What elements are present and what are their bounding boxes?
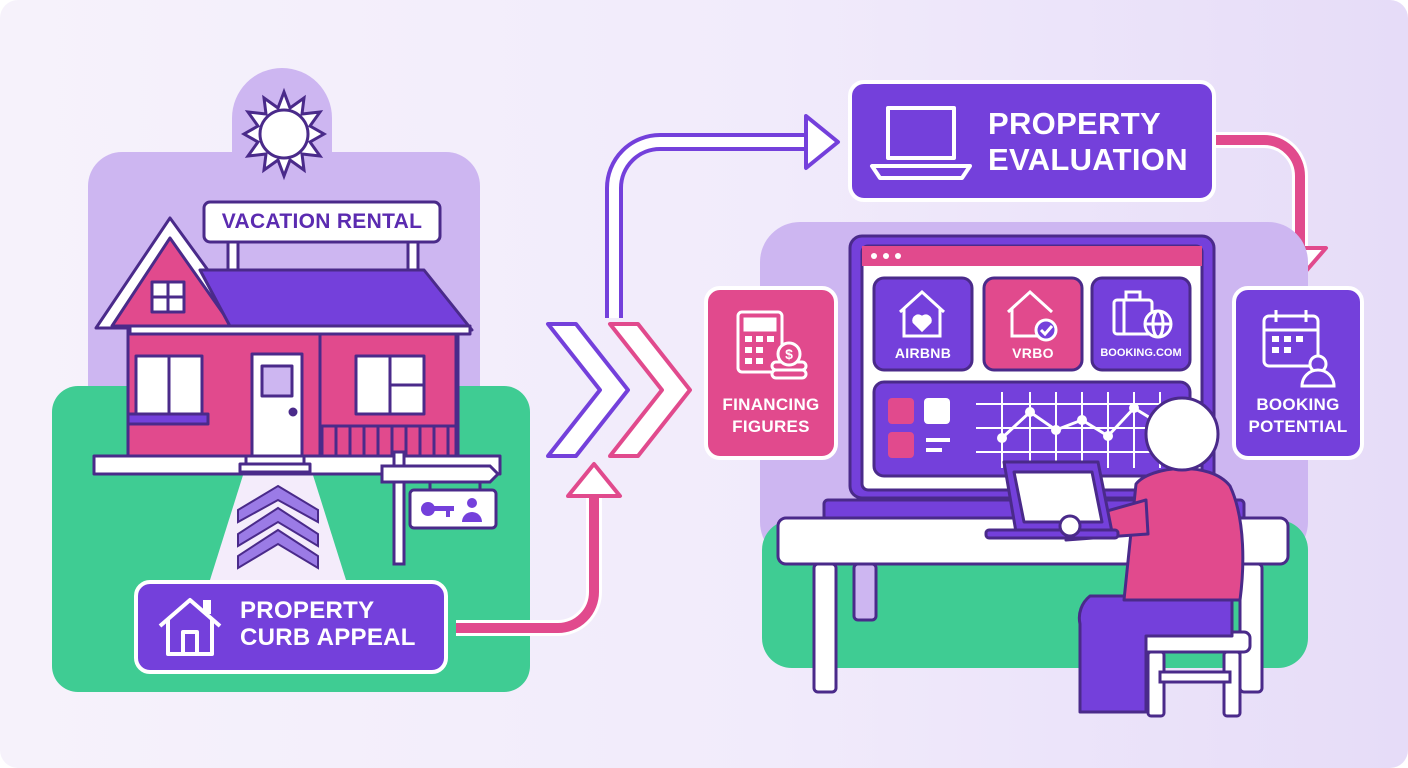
luggage-globe-icon: [1112, 290, 1173, 339]
svg-text:$: $: [785, 346, 793, 362]
financing-label: FINANCING FIGURES: [708, 394, 834, 438]
line-graph: [976, 392, 1180, 468]
house: [92, 216, 502, 476]
platform-booking-label: BOOKING.COM: [1100, 347, 1182, 359]
home-icon: [158, 598, 222, 656]
evaluation-box: [848, 80, 1216, 202]
person-at-desk: [984, 396, 1245, 714]
financing-line1: FINANCING: [722, 395, 820, 414]
walkway-chevrons: [237, 484, 319, 570]
key-icon: [421, 502, 454, 517]
vacation-rental-sign: [202, 200, 442, 272]
financing-line2: FIGURES: [732, 417, 810, 437]
person-icon: [462, 498, 482, 522]
booking-potential-line2: POTENTIAL: [1248, 417, 1348, 437]
flow-arrow-up: [456, 462, 622, 636]
laptop-icon: [870, 106, 972, 180]
evaluation-line1: PROPERTY: [988, 106, 1161, 141]
curb-appeal-line2: CURB APPEAL: [240, 623, 416, 651]
house-check-icon: [1006, 289, 1058, 342]
curb-appeal-line1: PROPERTY: [240, 597, 375, 624]
calculator-coins-icon: $: [736, 310, 808, 380]
chevron-double-icon: [546, 322, 692, 458]
booking-potential-label: BOOKING POTENTIAL: [1236, 394, 1360, 438]
calendar-person-icon: [1262, 310, 1336, 388]
platform-vrbo-label: VRBO: [1012, 345, 1054, 361]
platform-airbnb-label: AIRBNB: [894, 345, 952, 361]
sun-icon: [240, 87, 328, 181]
curb-appeal-label: PROPERTY CURB APPEAL: [240, 597, 440, 652]
house-heart-icon: [898, 289, 946, 338]
vacation-rental-sign-label: VACATION RENTAL: [221, 210, 423, 233]
evaluation-label: PROPERTY EVALUATION: [988, 106, 1208, 179]
booking-potential-line1: BOOKING: [1256, 395, 1340, 414]
dashboard-widgets: [888, 398, 950, 458]
flow-arrow-right: [605, 114, 840, 318]
stool: [1136, 630, 1252, 718]
evaluation-line2: EVALUATION: [988, 142, 1188, 178]
